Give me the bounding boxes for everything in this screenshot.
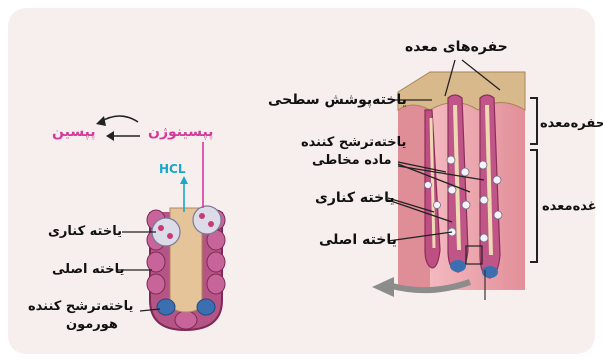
label-pepsin: پپسین: [52, 124, 96, 140]
wall-brackets: [530, 98, 537, 262]
label-hormone-secreting-cell-2: هورمون: [66, 317, 118, 332]
pepsin-cycle-arrows: [96, 116, 140, 141]
label-hormone-secreting-cell-1: یاخته‌ترشح کننده: [28, 299, 133, 314]
label-gastric-gland-bracket: غده‌معده: [542, 199, 597, 214]
label-surface-epithelial-cell: یاخته‌پوشش سطحی: [268, 92, 407, 108]
label-gastric-pits: حفره‌های معده: [405, 39, 508, 55]
label-mucus-secreting-cell-2: ماده مخاطی: [312, 153, 392, 168]
label-pepsinogen: پپسینوژن: [148, 124, 213, 140]
label-gastric-pit-bracket: حفره‌معده: [540, 116, 603, 131]
label-mucus-secreting-cell-1: یاخته‌ترشح کننده: [301, 135, 406, 150]
label-chief-cell-right: یاخته اصلی: [319, 232, 397, 248]
label-chief-cell-left: یاخته اصلی: [52, 262, 124, 277]
label-hcl: HCL: [159, 162, 186, 176]
label-parietal-cell-left: یاخته کناری: [48, 224, 122, 239]
label-parietal-cell-right: یاخته کناری: [315, 190, 395, 206]
